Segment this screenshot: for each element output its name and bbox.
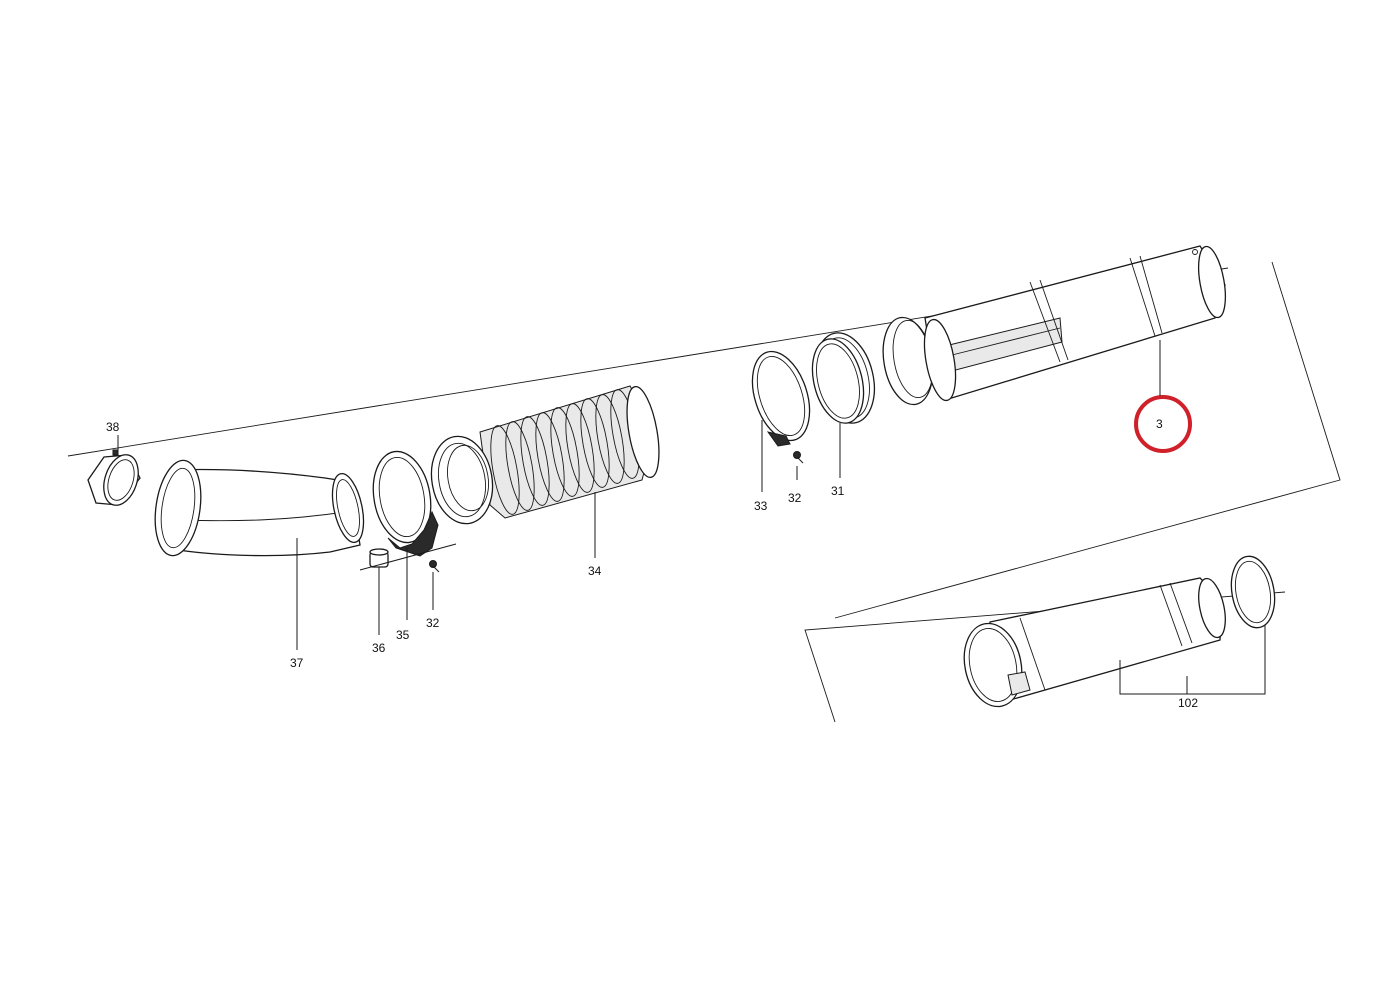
callout-32-upper: 32	[788, 491, 802, 505]
callout-34: 34	[588, 564, 602, 578]
bracket-102	[1119, 625, 1266, 695]
elbow-pipe-part-37[interactable]	[150, 457, 369, 558]
callout-37: 37	[290, 656, 304, 670]
clamp-part-35[interactable]	[366, 447, 439, 557]
screw-part-32-upper[interactable]	[793, 451, 804, 464]
highlight-circle	[1134, 395, 1192, 453]
exhaust-pipe-part-3[interactable]	[877, 244, 1230, 408]
callout-102: 102	[1178, 696, 1198, 710]
callout-36: 36	[372, 641, 386, 655]
leader-lines	[117, 340, 1266, 695]
screw-part-32-lower[interactable]	[429, 560, 440, 573]
callout-31: 31	[831, 484, 845, 498]
pipe-kit-part-102[interactable]	[957, 553, 1280, 712]
clamp-ring-part-33[interactable]	[742, 344, 820, 448]
callout-3[interactable]: 3	[1156, 417, 1163, 431]
group-frame-upper	[834, 261, 1341, 619]
bushing-part-36[interactable]	[369, 548, 389, 568]
bellows-corrugations	[490, 389, 640, 515]
sealing-ring-part-31[interactable]	[804, 327, 883, 430]
callout-33: 33	[754, 499, 768, 513]
callout-labels: 38 37 36 35 32 34 33 32 31 3 102	[106, 417, 1198, 710]
callout-32-lower: 32	[426, 616, 440, 630]
callout-38: 38	[106, 420, 120, 434]
bellows-hose-part-34[interactable]	[425, 384, 665, 528]
sleeve-part-38[interactable]	[87, 449, 144, 510]
callout-35: 35	[396, 628, 410, 642]
